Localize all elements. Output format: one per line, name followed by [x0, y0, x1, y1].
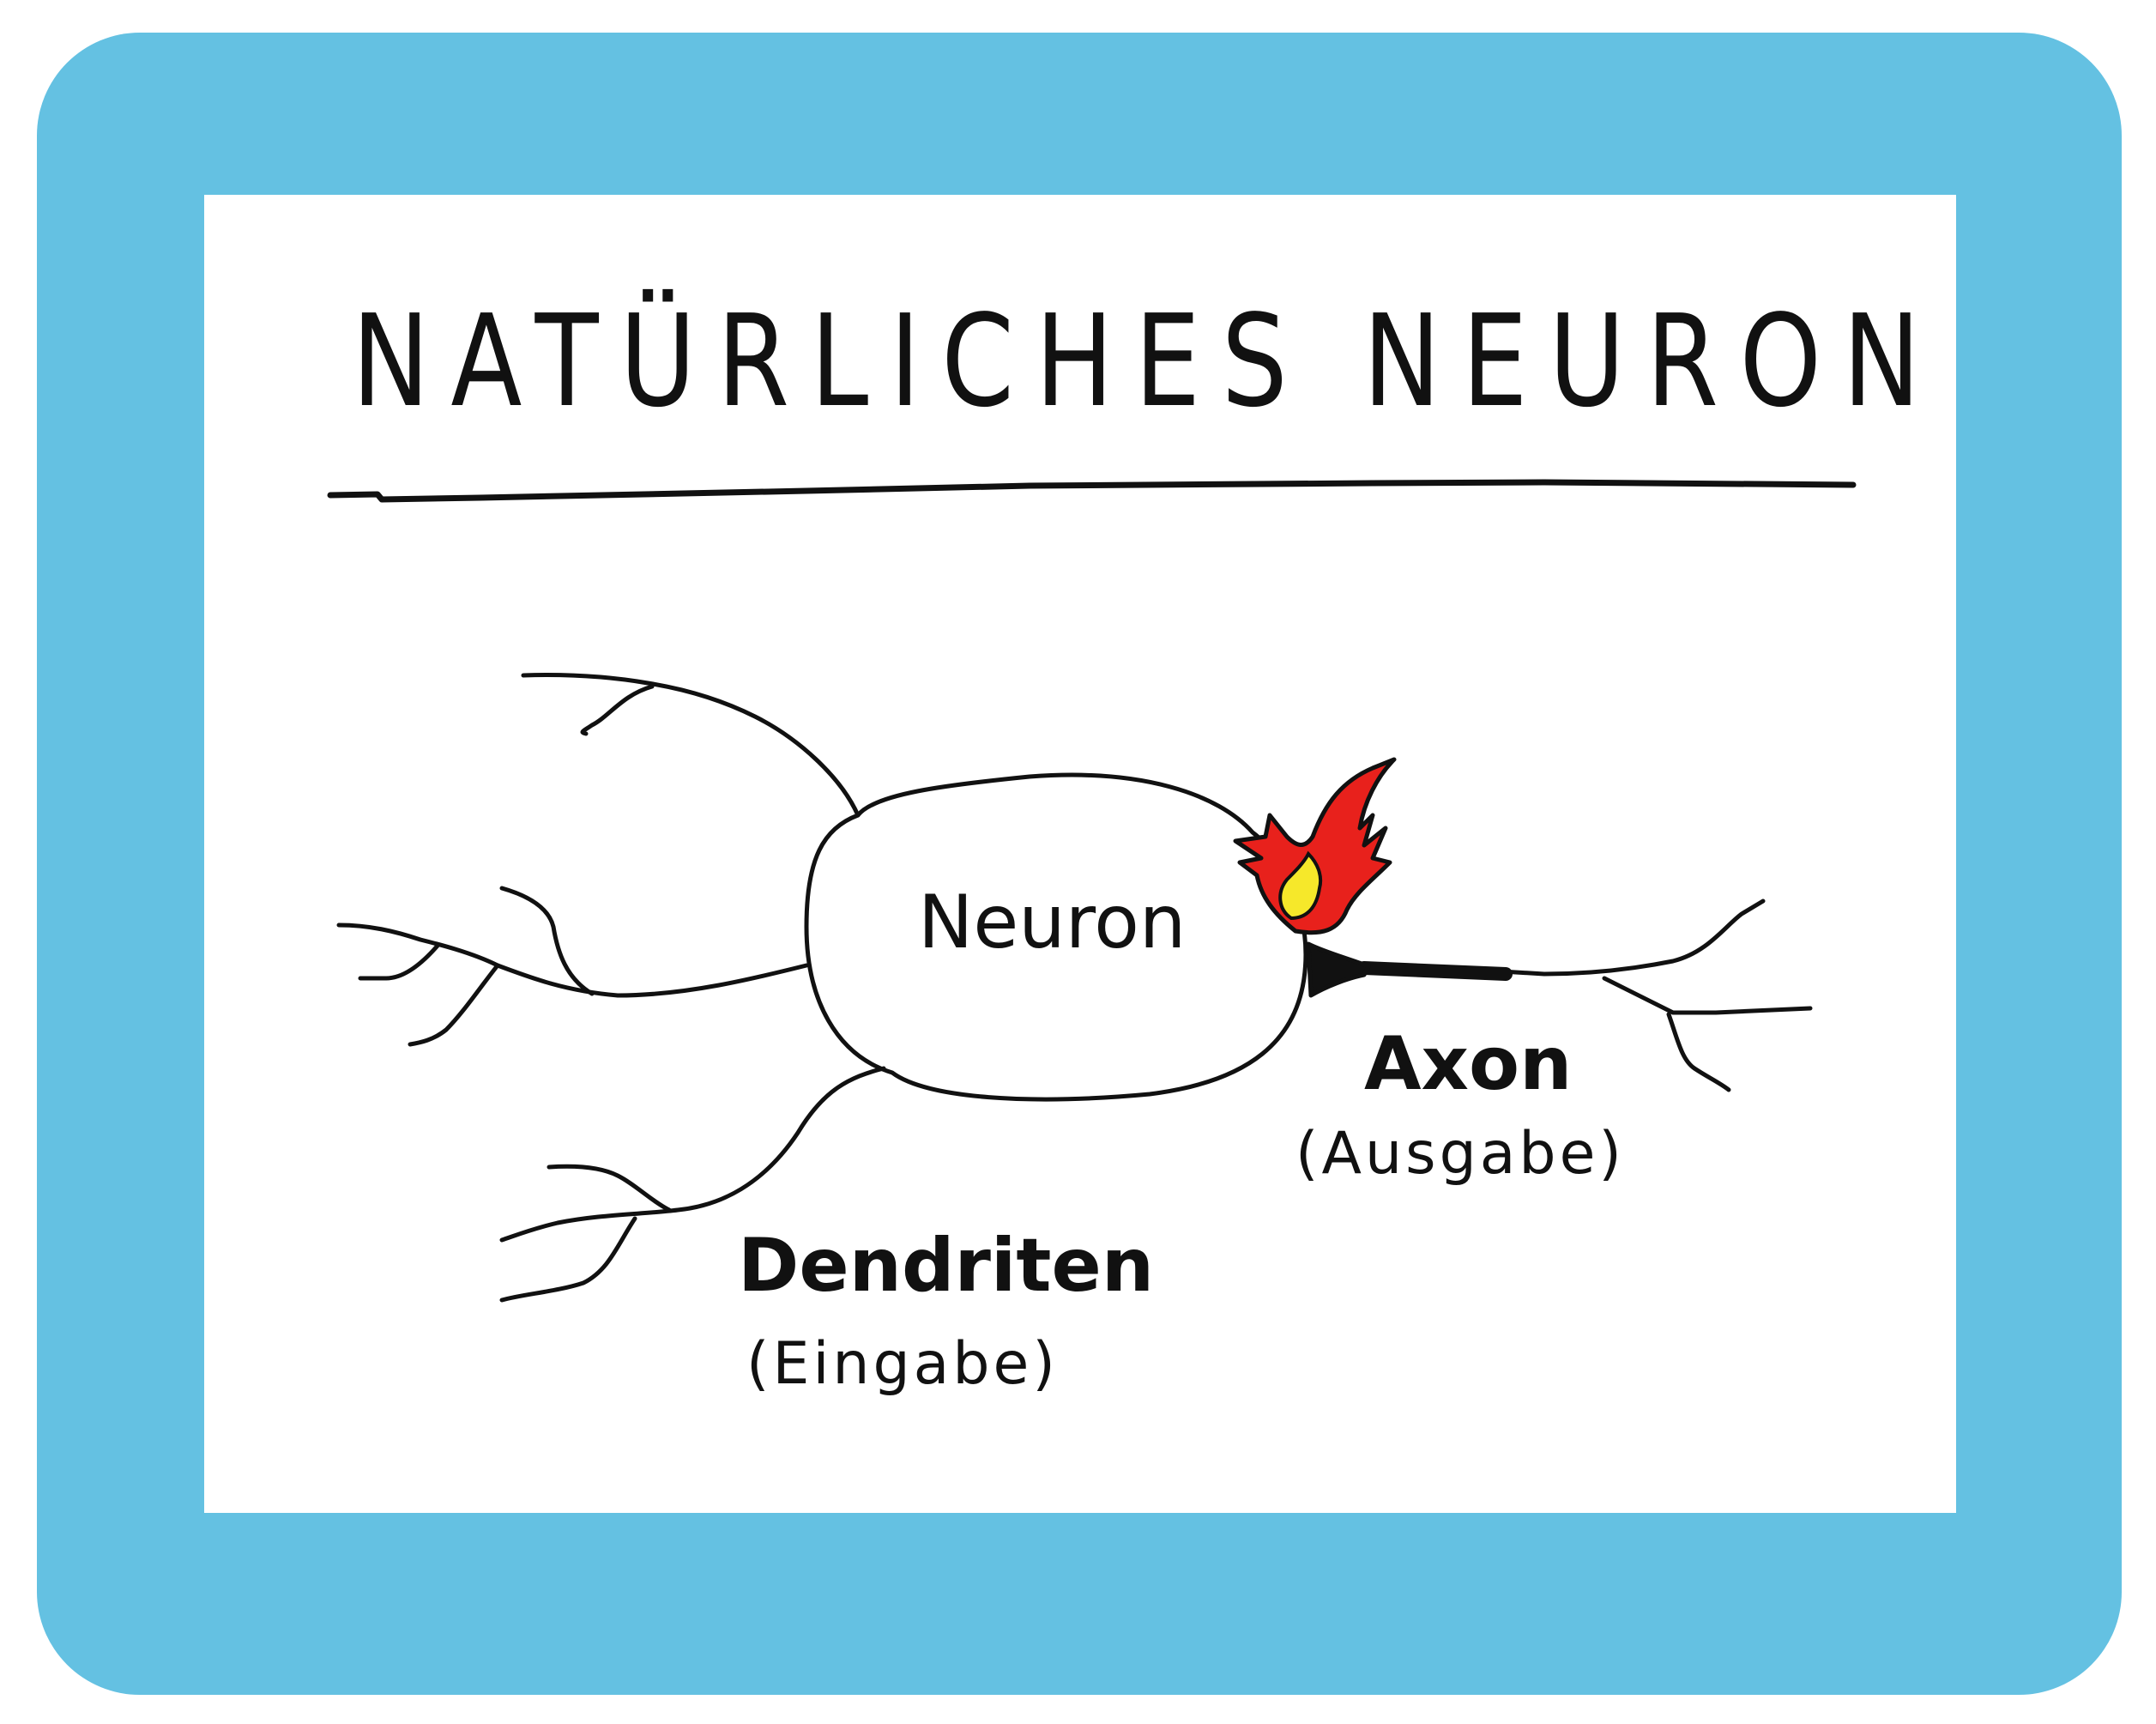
axon-terminal-1	[1602, 976, 1813, 1015]
flame-inner	[1278, 850, 1323, 921]
dendrites-label: Dendriten	[738, 1223, 1155, 1309]
dendrite-left-branch-2	[408, 963, 500, 1047]
dendrite-lower-branch-2	[499, 1216, 637, 1303]
neuron-label: Neuron	[918, 880, 1187, 965]
title-underline	[327, 479, 1857, 503]
axon-hillock	[1306, 941, 1371, 998]
dendrite-left-branch-1	[499, 886, 595, 996]
dendrite-lower-branch-1	[547, 1164, 672, 1213]
dendrite-upper-branch	[580, 684, 655, 736]
axon-role-label: (Ausgabe)	[1295, 1120, 1625, 1188]
flame-outer	[1233, 757, 1397, 935]
dendrite-left-branch-3	[358, 943, 440, 981]
flame-icon	[1233, 757, 1397, 935]
axon-terminal-2	[1666, 1012, 1731, 1092]
axon-shaft-thick	[1357, 961, 1513, 981]
dendrite-left	[336, 922, 809, 998]
drawing-card	[204, 195, 1956, 1513]
dendrites-role-label: (Eingabe)	[746, 1330, 1059, 1398]
dendrite-upper	[521, 673, 861, 818]
dendrite-lower	[499, 1066, 886, 1243]
diagram-title: NATÜRLICHES NEURON	[352, 287, 1942, 435]
cell-body	[804, 772, 1308, 1102]
axon-label: Axon	[1364, 1021, 1573, 1107]
